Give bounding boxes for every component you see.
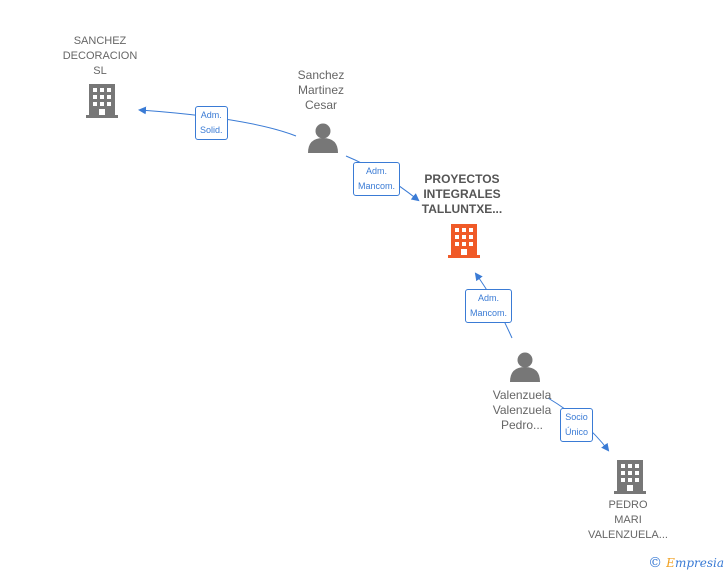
node-label-line: VALENZUELA... <box>588 529 668 541</box>
building-icon[interactable] <box>614 460 646 494</box>
brand-name: mpresia <box>674 556 724 570</box>
node-sanchez-decoracion[interactable]: SANCHEZ DECORACION SL <box>35 34 165 79</box>
node-label-line: Sanchez <box>297 68 345 82</box>
node-label-line: INTEGRALES <box>423 187 501 201</box>
node-label-line: DECORACION <box>62 50 138 62</box>
edge-label-adm-solid[interactable]: Adm. Solid. <box>195 106 228 140</box>
edge-label-line: Único <box>565 427 589 437</box>
edge-label-line: Adm. <box>366 166 388 176</box>
edge-label-line: Adm. <box>200 110 222 120</box>
person-icon[interactable] <box>510 352 540 383</box>
edge-label-line: Adm. <box>478 293 500 303</box>
edge-label-line: Mancom. <box>470 308 508 318</box>
node-label-line: Pedro... <box>500 418 544 432</box>
edge-label-line: Mancom. <box>358 181 396 191</box>
node-label-line: Martinez <box>297 83 344 97</box>
node-pedro-mari-valenzuela[interactable]: PEDRO MARI VALENZUELA... <box>563 498 693 543</box>
node-sanchez-martinez-cesar[interactable]: Sanchez Martinez Cesar <box>256 68 386 113</box>
node-label-line: Valenzuela <box>492 403 552 417</box>
node-label-line: SANCHEZ <box>73 35 127 47</box>
edge-label-adm-mancom[interactable]: Adm. Mancom. <box>465 289 513 323</box>
node-label-line: PEDRO <box>608 499 648 511</box>
node-proyectos-integrales[interactable]: PROYECTOS INTEGRALES TALLUNTXE... <box>397 172 527 217</box>
empresia-watermark: ©Empresia <box>648 555 724 571</box>
building-icon[interactable] <box>86 84 118 118</box>
copyright-icon: © <box>648 555 663 571</box>
node-label-line: Cesar <box>304 98 337 112</box>
brand-initial: E <box>666 556 675 570</box>
node-label-line: MARI <box>614 514 642 526</box>
edge-label-line: Socio <box>565 412 588 422</box>
node-label-line: TALLUNTXE... <box>421 202 503 216</box>
person-icon[interactable] <box>308 123 338 154</box>
edge-label-adm-mancom[interactable]: Adm. Mancom. <box>353 162 401 196</box>
node-label-line: SL <box>93 65 107 77</box>
node-valenzuela-pedro[interactable]: Valenzuela Valenzuela Pedro... <box>457 388 587 433</box>
building-icon[interactable] <box>448 224 480 258</box>
node-label-line: Valenzuela <box>492 388 552 402</box>
edge-label-socio-unico[interactable]: Socio Único <box>560 408 594 442</box>
edge-label-line: Solid. <box>200 125 223 135</box>
edge-line-adm-solid <box>138 106 297 137</box>
node-label-line: PROYECTOS <box>424 172 500 186</box>
